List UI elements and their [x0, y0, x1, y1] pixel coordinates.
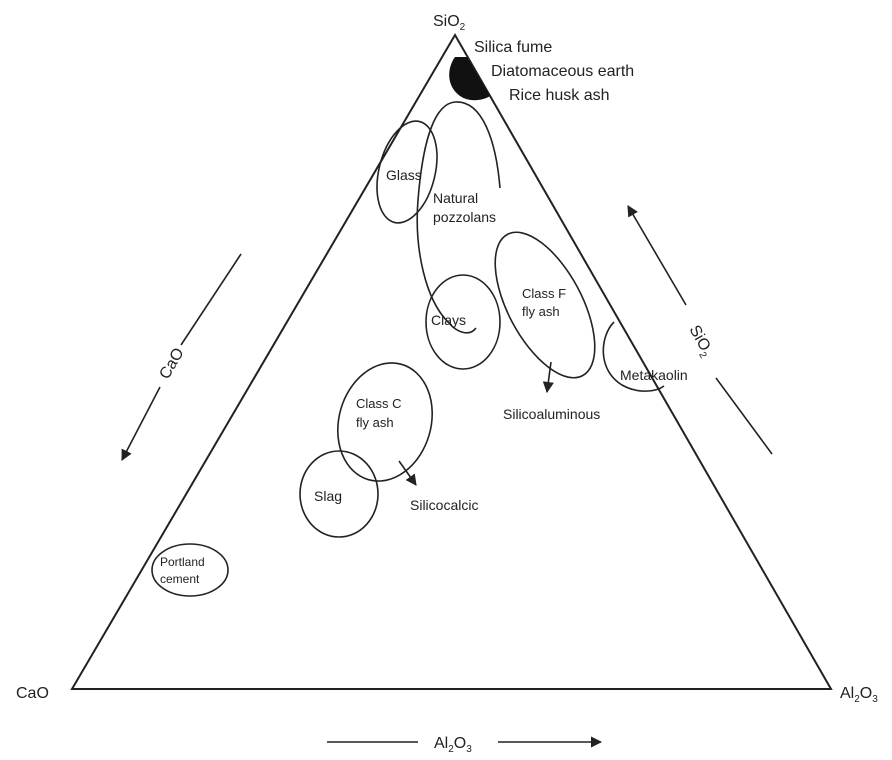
glass-region	[376, 120, 438, 224]
natural-pozzolans-region	[416, 101, 501, 334]
slag-label: Slag	[314, 488, 342, 504]
silicoaluminous-label: Silicoaluminous	[503, 406, 600, 422]
clays-region	[425, 274, 501, 370]
clays-label: Clays	[431, 312, 466, 328]
vertex-label-al2o3: Al2O3	[840, 685, 878, 705]
natural-pozzolans-label-line2: pozzolans	[433, 209, 496, 225]
slag-region	[299, 450, 379, 538]
class-c-label-line2: fly ash	[356, 415, 394, 430]
silicoaluminous-arrow	[542, 361, 554, 394]
silica-fume-label: Silica fume	[474, 39, 552, 56]
class-f-label-line1: Class F	[522, 286, 566, 301]
cao-axis-arrow-upper	[180, 253, 242, 346]
class-f-fly-ash-region	[494, 231, 596, 379]
cao-axis-label: CaO	[157, 345, 188, 382]
silicocalcic-label: Silicocalcic	[410, 497, 478, 513]
portland-cement-label-line1: Portland	[160, 555, 205, 569]
rice-husk-ash-label: Rice husk ash	[509, 87, 610, 104]
portland-cement-region	[151, 543, 229, 597]
sio2-axis-label: SiO2	[683, 323, 717, 361]
glass-label: Glass	[386, 167, 422, 183]
sio2-axis-arrow-upper	[627, 205, 687, 306]
portland-cement-label-line2: cement	[160, 572, 200, 586]
natural-pozzolans-label-line1: Natural	[433, 190, 478, 206]
metakaolin-label: Metakaolin	[620, 367, 688, 383]
cao-axis-arrow-lower	[121, 386, 161, 461]
al2o3-axis-label: Al2O3	[434, 735, 472, 755]
sio2-axis-arrow-lower	[715, 377, 773, 455]
vertex-label-cao: CaO	[16, 685, 49, 702]
silicocalcic-arrow	[398, 460, 417, 486]
diatomaceous-earth-label: Diatomaceous earth	[491, 63, 634, 80]
triangle-outline	[70, 33, 833, 690]
silica-fume-region	[449, 57, 490, 101]
vertex-label-sio2: SiO2	[433, 13, 466, 33]
class-c-fly-ash-region	[336, 362, 434, 482]
class-f-label-line2: fly ash	[522, 304, 560, 319]
class-c-label-line1: Class C	[356, 396, 402, 411]
metakaolin-region	[602, 321, 665, 392]
